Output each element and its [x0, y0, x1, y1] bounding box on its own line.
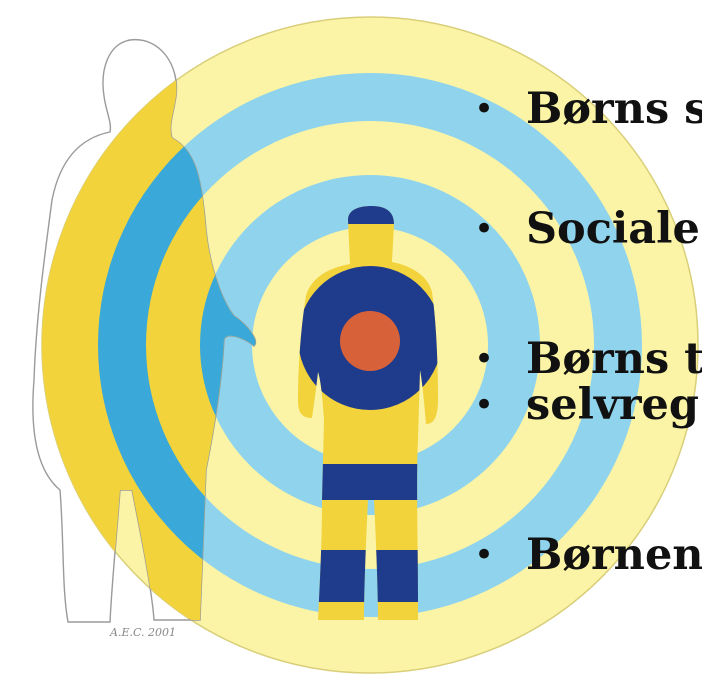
- bullet-marker: •: [474, 339, 526, 379]
- bullet-marker: •: [474, 209, 526, 249]
- bullet-text-2: Sociale: [526, 204, 700, 254]
- bullet-item-2: • Sociale: [474, 204, 700, 254]
- bullet-marker: •: [474, 535, 526, 575]
- bullet-text-3: Børns t: [526, 334, 702, 384]
- bullet-item-4: • selvreg: [474, 380, 699, 430]
- artist-signature: A.E.C. 2001: [110, 626, 176, 639]
- bullet-text-4: selvreg: [526, 380, 699, 430]
- center-core-orange: [340, 311, 400, 371]
- bullet-text-1: Børns s: [526, 84, 702, 134]
- bullet-marker: •: [474, 89, 526, 129]
- bullet-marker: •: [474, 385, 526, 425]
- bullet-item-3: • Børns t: [474, 334, 702, 384]
- bullet-item-5: • Børnen: [474, 530, 702, 580]
- bullet-item-1: • Børns s: [474, 84, 702, 134]
- bullet-text-5: Børnen: [526, 530, 702, 580]
